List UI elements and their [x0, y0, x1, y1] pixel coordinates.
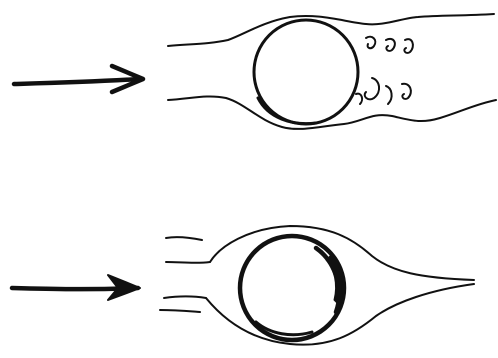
incoming-streamline: [164, 297, 206, 299]
eddy-icon: [356, 94, 362, 104]
eddy-icon: [386, 39, 395, 51]
turbulent-flow-panel: [14, 14, 496, 129]
eddy-icon: [404, 39, 413, 53]
upper-streamline: [168, 14, 494, 46]
eddy-icon: [386, 86, 392, 104]
eddy-icon: [402, 84, 411, 99]
smooth-flow-panel: [12, 226, 474, 345]
incoming-streamline: [166, 237, 202, 240]
right-arrow-icon: [12, 275, 140, 300]
lower-streamline: [168, 96, 496, 128]
incoming-streamline: [166, 262, 210, 263]
cylinder-icon: [254, 20, 358, 124]
right-arrow-icon: [14, 66, 143, 92]
incoming-streamline: [160, 310, 200, 312]
eddy-icon: [365, 78, 379, 99]
eddy-icon: [366, 37, 375, 48]
eddy-icon-group: [356, 37, 413, 104]
cylinder-icon: [240, 236, 344, 340]
